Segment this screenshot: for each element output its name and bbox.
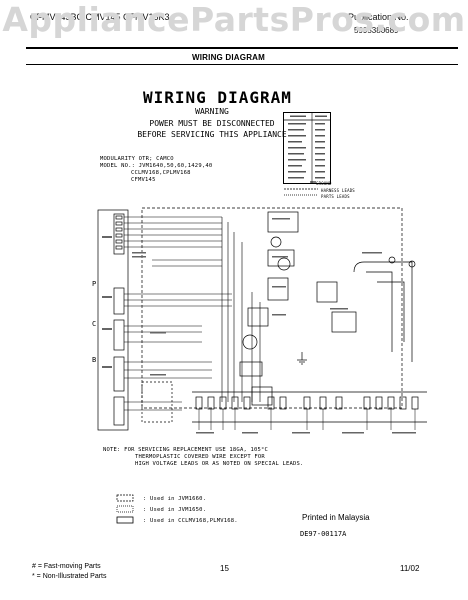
usage-note-1: : Used in JVM1660.	[143, 496, 207, 502]
page-date: 11/02	[400, 564, 420, 573]
wiring-schematic: P C B	[92, 207, 427, 434]
wire-color-table	[283, 112, 331, 184]
connector-pins-top	[115, 215, 123, 250]
usage-note-2: : Used in JVM1650.	[143, 507, 207, 513]
printed-in-text: Printed in Malaysia	[302, 513, 370, 522]
wire-color-table-grid	[284, 113, 330, 183]
header-rule-bottom	[26, 64, 458, 65]
legend-ground: GROUND	[316, 181, 332, 186]
note-line-2: THERMOPLASTIC COVERED WIRE EXCEPT FOR	[135, 454, 265, 460]
watermark-text: AppliancePartsPros.com	[2, 0, 466, 39]
legend-parts-leads: PARTS LEADS	[321, 194, 350, 199]
legend-harness-leads: HARNESS LEADS	[321, 188, 355, 193]
page-number: 15	[220, 564, 229, 573]
section-title: WIRING DIAGRAM	[192, 53, 266, 62]
footer-fast-moving: # = Fast-moving Parts	[32, 563, 101, 570]
svg-text:B: B	[92, 356, 96, 364]
note-line-1: NOTE: FOR SERVICING REPLACEMENT USE 18GA…	[103, 447, 269, 453]
model-number-text-3: CFMV145	[131, 177, 156, 183]
wire-legend-lines	[284, 181, 318, 196]
note-line-3: HIGH VOLTAGE LEADS OR AS NOTED ON SPECIA…	[135, 461, 304, 467]
publication-number: 5995380689	[354, 26, 399, 35]
warning-line-1: POWER MUST BE DISCONNECTED	[149, 119, 275, 128]
usage-legend-lines	[116, 494, 134, 524]
main-connector-block	[97, 209, 129, 431]
svg-text:C: C	[92, 320, 96, 328]
warning-line-2: BEFORE SERVICING THIS APPLIANCE	[137, 130, 287, 139]
svg-text:P: P	[92, 280, 96, 288]
model-line: CFMV145BC CMV145 CFMV15K3	[30, 12, 170, 22]
usage-note-3: : Used in CCLMV168,PLMV168.	[143, 518, 238, 524]
model-number-text-2: CCLMV168,CPLMV168	[131, 170, 191, 176]
diagram-title: WIRING DIAGRAM	[143, 88, 292, 107]
modularity-text: MODULARITY OTR; CAMCO	[100, 156, 174, 162]
model-number-text: MODEL NO.: JVM1640,50,60,1429,40	[100, 163, 213, 169]
footer-non-illustrated: * = Non-Illustrated Parts	[32, 573, 107, 580]
header-rule-top	[26, 47, 458, 49]
diagram-part-code: DE97-00117A	[300, 530, 347, 538]
publication-label: Publication No.	[348, 12, 409, 22]
warning-heading: WARNING	[195, 107, 229, 116]
